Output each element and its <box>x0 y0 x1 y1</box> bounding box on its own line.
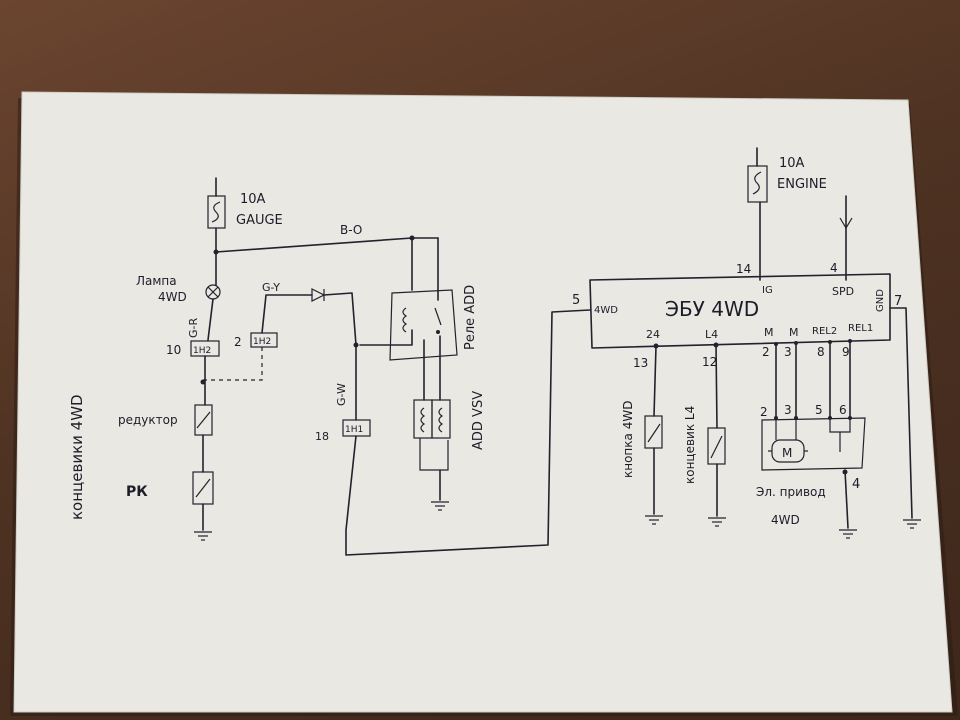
engine-fuse-label-1: 10A <box>779 156 805 171</box>
wire-gr-label: G-R <box>187 318 200 338</box>
ground-icon <box>903 519 921 529</box>
num-8: 8 <box>817 345 825 359</box>
pin-7: 7 <box>894 294 902 309</box>
pin-24: 24 <box>646 328 660 341</box>
pin-4wd: 4WD <box>594 305 618 316</box>
num-4: 4 <box>852 477 860 492</box>
ground-icon <box>708 517 726 527</box>
switch-l4-label: концевик L4 <box>683 406 697 484</box>
motor-m: M <box>782 446 792 460</box>
num-9: 9 <box>842 345 850 359</box>
actuator-label-1: Эл. привод <box>756 485 826 499</box>
ecu-box <box>589 273 891 349</box>
num-6: 6 <box>839 403 847 417</box>
connector-18-num: 18 <box>315 430 329 443</box>
connector-2-name: 1H2 <box>253 337 271 347</box>
relay-add-box <box>389 289 458 361</box>
gauge-fuse-label-2: GAUGE <box>236 213 283 228</box>
vsv-coil-2-icon <box>431 399 451 439</box>
engine-fuse-label-2: ENGINE <box>777 177 827 192</box>
vsv-label: ADD VSV <box>471 391 486 450</box>
switch-rk-label: РК <box>126 484 148 500</box>
relay-label: Реле ADD <box>463 285 478 350</box>
connector-10-num: 10 <box>166 343 181 357</box>
pin-m2: M <box>789 326 799 339</box>
pin-spd: SPD <box>832 285 854 298</box>
ground-icon <box>839 529 857 539</box>
wire-gw-label: G-W <box>335 383 348 406</box>
wire-bo-label: B-O <box>340 223 362 237</box>
switch-reducer-label: редуктор <box>118 413 178 427</box>
pin-ig: IG <box>762 285 773 296</box>
actuator-box <box>761 417 866 471</box>
num-12: 12 <box>702 355 717 369</box>
ground-icon <box>645 515 663 525</box>
pin-rel1: REL1 <box>848 323 873 334</box>
button-4wd-label: кнопка 4WD <box>621 401 635 478</box>
relay-coil-icon <box>402 307 408 333</box>
pin-rel2: REL2 <box>812 326 837 337</box>
pin-14: 14 <box>736 262 751 276</box>
connector-2 <box>250 332 278 348</box>
gauge-fuse-label-1: 10A <box>240 192 266 207</box>
connector-18-name: 1H1 <box>345 425 363 435</box>
wire-gy-label: G-Y <box>262 281 280 294</box>
num-13: 13 <box>633 356 648 370</box>
actuator-label-2: 4WD <box>771 513 800 527</box>
num-2b: 2 <box>760 405 768 419</box>
connector-2-num: 2 <box>234 335 242 349</box>
ecu-title: ЭБУ 4WD <box>665 297 759 321</box>
connector-10-name: 1H2 <box>193 346 211 356</box>
pin-4-top: 4 <box>830 261 838 275</box>
paper-sheet <box>14 92 952 712</box>
lamp-label-1: Лампа <box>136 274 177 288</box>
num-3a: 3 <box>784 345 792 359</box>
lamp-label-2: 4WD <box>158 290 187 304</box>
num-5: 5 <box>815 403 823 417</box>
engine-fuse-icon <box>747 165 768 203</box>
pin-l4: L4 <box>705 328 718 341</box>
spd-arrow-icon <box>839 217 853 230</box>
ground-icon <box>194 531 212 541</box>
ground-icon <box>431 501 449 511</box>
pin-m1: M <box>764 326 774 339</box>
pin-gnd: GND <box>875 289 886 312</box>
pin-5: 5 <box>572 293 580 308</box>
num-2a: 2 <box>762 345 770 359</box>
num-3b: 3 <box>784 403 792 417</box>
left-side-note: концевики 4WD <box>68 394 86 520</box>
left-circuit: 10A GAUGE B-O Лампа 4WD G-R 1H2 10 G-Y 1… <box>118 177 591 556</box>
right-circuit: 10A ENGINE ЭБУ 4WD 14 4 IG SPD GND 7 5 4… <box>572 147 921 539</box>
